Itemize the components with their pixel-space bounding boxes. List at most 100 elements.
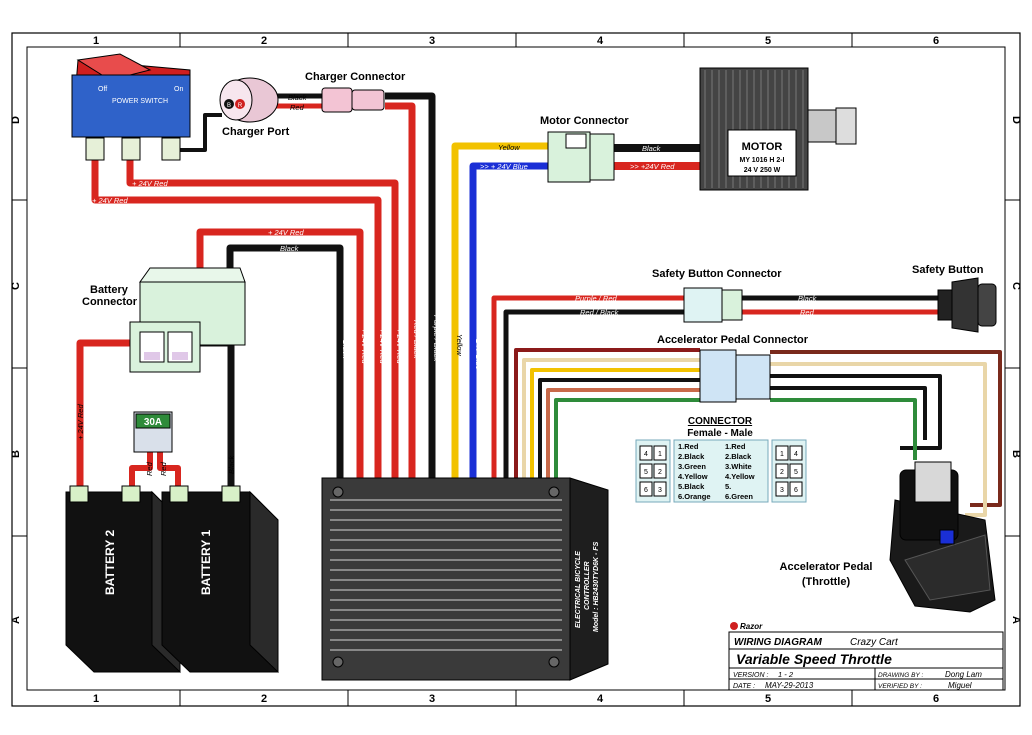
male-grid-6: 6 bbox=[794, 487, 798, 494]
charger-port[interactable]: B R Charger Port bbox=[219, 77, 290, 138]
female-grid-4: 2 bbox=[658, 469, 662, 476]
female-pin-5: 5.Black bbox=[678, 482, 705, 491]
grid-col-2-bottom: 2 bbox=[261, 693, 267, 705]
grid-col-5: 5 bbox=[765, 35, 771, 47]
grid-row-a: A bbox=[10, 616, 22, 624]
wire-label-v-batt2-red: + 24V Red bbox=[76, 404, 85, 440]
wire-charger-red bbox=[385, 102, 416, 478]
connector-table-subtitle: Female - Male bbox=[687, 428, 753, 439]
wire-acc-1 bbox=[514, 348, 700, 478]
pin-list-box bbox=[673, 439, 769, 503]
motor-sprocket bbox=[835, 107, 857, 145]
charger-pin-r-label: R bbox=[238, 103, 243, 109]
charger-pin-b-label: B bbox=[227, 103, 231, 109]
grid-row-c-right: C bbox=[1010, 282, 1022, 290]
wire-label-v-red1: + 24V Red bbox=[360, 328, 369, 364]
female-pin-6: 6.Orange bbox=[678, 492, 711, 501]
accelerator-connector-label: Accelerator Pedal Connector bbox=[657, 334, 809, 346]
wire-motor-yellow bbox=[451, 142, 550, 478]
wire-label-safety-black: Black bbox=[798, 294, 818, 303]
wire-acc-4 bbox=[538, 378, 700, 478]
wire-switch-black-to-port bbox=[176, 113, 222, 152]
grid-ticks bbox=[12, 33, 1020, 706]
wire-label-port-black: Black bbox=[288, 93, 308, 102]
wire-label-batt2-red: + 24V Red bbox=[92, 346, 128, 355]
battery-2-label: BATTERY 2 bbox=[103, 530, 117, 595]
grid-col-6: 6 bbox=[933, 35, 939, 47]
male-grid-5: 3 bbox=[780, 487, 784, 494]
motor-shaft-housing bbox=[807, 109, 837, 143]
wire-fuse-right bbox=[157, 450, 181, 492]
male-grid-1: 1 bbox=[780, 451, 784, 458]
switch-label-on: On bbox=[174, 86, 183, 93]
male-grid-2: 4 bbox=[794, 451, 798, 458]
controller[interactable]: ELECTRICAL BICYCLE CONTROLLER Model : HB… bbox=[321, 477, 609, 681]
charger-connector[interactable]: Charger Connector bbox=[305, 71, 406, 113]
wire-motor-blue bbox=[469, 162, 550, 478]
title-drawn-label: DRAWING BY : bbox=[878, 672, 923, 679]
wire-charger-black bbox=[385, 92, 436, 478]
motor-connector[interactable]: Motor Connector bbox=[540, 115, 629, 183]
battery-connector[interactable]: Battery Connector bbox=[82, 267, 246, 373]
grid-col-2: 2 bbox=[261, 35, 267, 47]
grid-col-1-bottom: 1 bbox=[93, 693, 99, 705]
battery-1[interactable]: BATTERY 1 bbox=[161, 485, 279, 674]
female-grid-3: 5 bbox=[644, 469, 648, 476]
wire-label-v-fuse-red1: Red bbox=[145, 461, 154, 476]
accelerator-pedal[interactable]: Accelerator Pedal (Throttle) bbox=[780, 461, 996, 613]
fuse[interactable]: 30A bbox=[133, 411, 173, 453]
grid-row-c: C bbox=[10, 282, 22, 290]
brand: Razor bbox=[740, 622, 763, 631]
wire-batt2-red bbox=[76, 339, 152, 492]
wire-batt-conn-red bbox=[196, 228, 364, 478]
title-verified-label: VERIFIED BY : bbox=[878, 683, 922, 690]
accelerator-pedal-label-1: Accelerator Pedal bbox=[780, 561, 873, 573]
safety-button[interactable]: Safety Button bbox=[912, 264, 997, 333]
connector-pin-table: CONNECTOR Female - Male 4 1 5 2 6 3 1 4 … bbox=[635, 416, 807, 503]
accelerator-connector[interactable]: Accelerator Pedal Connector bbox=[657, 334, 809, 403]
accelerator-pedal-label-2: (Throttle) bbox=[802, 576, 851, 588]
power-switch[interactable]: Off On POWER SWITCH bbox=[71, 53, 191, 161]
wire-safety-red-black bbox=[503, 309, 684, 478]
grid-col-labels-bottom: 1 2 3 4 5 6 bbox=[93, 693, 939, 705]
charger-pin-b bbox=[224, 99, 234, 109]
title-version-label: VERSION : bbox=[733, 672, 768, 679]
grid-col-4: 4 bbox=[597, 35, 604, 47]
grid-col-6-bottom: 6 bbox=[933, 693, 939, 705]
grid-row-d: D bbox=[10, 116, 22, 124]
grid-row-b: B bbox=[10, 450, 22, 458]
title-drawn-by: Dong Lam bbox=[945, 670, 982, 679]
motor[interactable]: MOTOR MY 1016 H 2-I 24 V 250 W bbox=[699, 67, 857, 191]
safety-connector-label: Safety Button Connector bbox=[652, 268, 782, 280]
grid-row-labels: D C B A D C B A bbox=[10, 116, 1022, 624]
grid-col-labels-top: 1 2 3 4 5 6 bbox=[93, 35, 939, 47]
motor-title: MOTOR bbox=[742, 141, 783, 153]
female-grid-1: 4 bbox=[644, 451, 648, 458]
male-pin-5: 5. bbox=[725, 482, 731, 491]
wire-label-v-fuse-red2: Red bbox=[159, 461, 168, 476]
wire-label-v-red-black: Red / Black bbox=[412, 320, 421, 360]
safety-button-connector[interactable]: Safety Button Connector bbox=[652, 268, 782, 323]
controller-line3: Model : HB2430TYD6K - FS bbox=[593, 541, 600, 632]
title-product: Crazy Cart bbox=[850, 637, 899, 648]
wire-label-safety-red: Red bbox=[800, 308, 815, 317]
male-pin-6: 6.Green bbox=[725, 492, 753, 501]
switch-title: POWER SWITCH bbox=[112, 98, 168, 105]
wire-acc-2 bbox=[522, 358, 700, 478]
wire-switch-red-outer bbox=[91, 158, 382, 478]
grid-col-1: 1 bbox=[93, 35, 99, 47]
battery-connector-label-2: Connector bbox=[82, 296, 138, 308]
fuse-rating: 30A bbox=[144, 417, 162, 428]
female-pin-3: 3.Green bbox=[678, 462, 706, 471]
female-pin-4: 4.Yellow bbox=[678, 472, 708, 481]
title-main: Variable Speed Throttle bbox=[736, 651, 892, 667]
controller-line1: ELECTRICAL BICYCLE bbox=[575, 551, 582, 628]
charger-pin-r bbox=[235, 99, 245, 109]
wire-label-switch-red-2: + 24V Red bbox=[92, 196, 128, 205]
grid-row-a-right: A bbox=[1010, 616, 1022, 624]
connector-table-title: CONNECTOR bbox=[688, 416, 753, 427]
wire-label-switch-red-1: + 24V Red bbox=[132, 179, 168, 188]
safety-button-label: Safety Button bbox=[912, 264, 984, 276]
